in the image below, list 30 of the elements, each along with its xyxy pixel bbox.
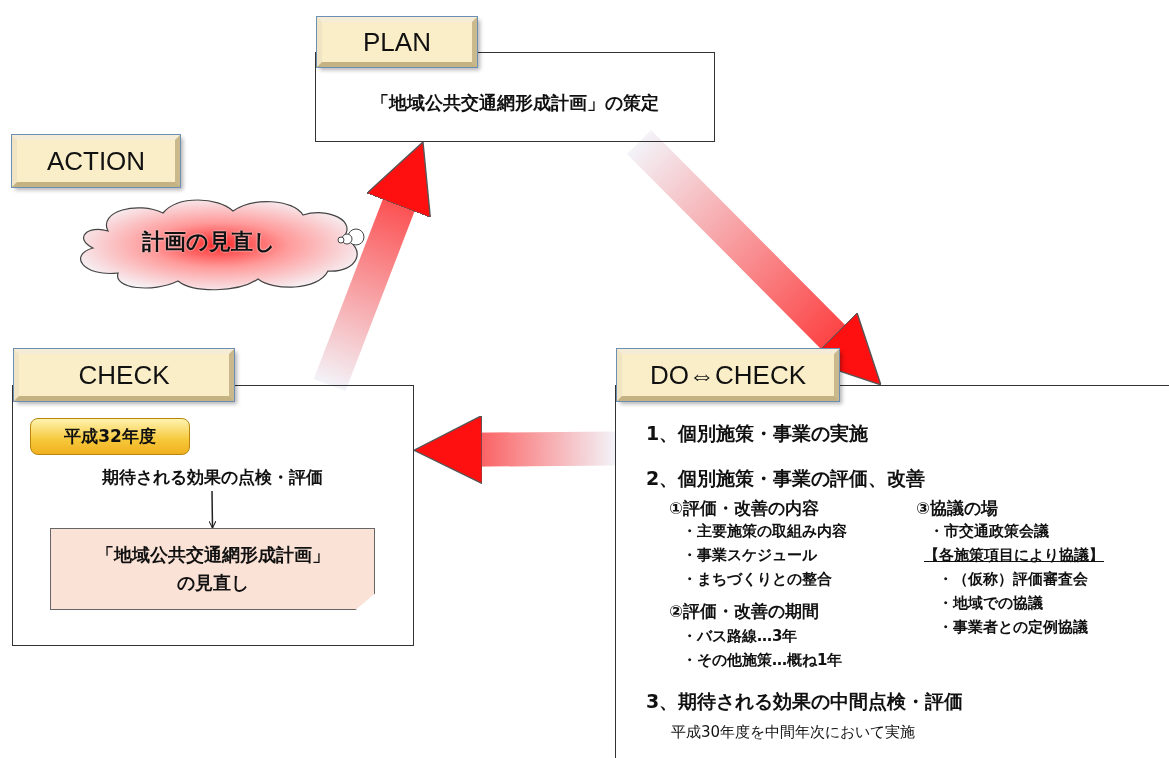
- list-item: ・（仮称）評価審査会: [938, 570, 1088, 589]
- year-badge: 平成32年度: [30, 418, 190, 455]
- heading-tab: CHECK: [14, 349, 234, 401]
- body-text: 期待される効果の点検・評価: [42, 463, 382, 491]
- list-item: ・その他施策…概ね1年: [682, 651, 843, 670]
- list-item: ・事業者との定例協議: [938, 618, 1088, 637]
- list-heading: 「地域公共交通網形成計画」の策定: [370, 91, 660, 115]
- list-item: ・まちづくりとの整合: [682, 570, 832, 589]
- block-arrow: [626, 130, 882, 386]
- cloud-text: 計画の見直し: [141, 228, 277, 256]
- heading-tab: ACTION: [12, 135, 180, 187]
- list-item: ・事業スケジュール: [682, 546, 817, 565]
- list-heading: 3、期待される効果の中間点検・評価: [646, 689, 964, 714]
- note-box: 「地域公共交通網形成計画」の見直し: [50, 528, 375, 610]
- list-item: ・主要施策の取組み内容: [682, 522, 847, 541]
- subheading: ②評価・改善の期間: [669, 601, 819, 623]
- list-heading: 2、個別施策・事業の評価、改善: [646, 466, 926, 491]
- list-item: ・地域での協議: [938, 594, 1043, 613]
- block-arrow: [413, 414, 616, 485]
- body-text: 平成30年度を中間年次において実施: [671, 723, 916, 742]
- block-arrow: [313, 141, 431, 392]
- list-item: 【各施策項目により協議】: [924, 546, 1104, 565]
- heading-tab: DO⇔CHECK: [617, 349, 839, 401]
- list-heading: 1、個別施策・事業の実施: [646, 421, 869, 446]
- subheading: ③協議の場: [916, 498, 998, 520]
- subheading: ①評価・改善の内容: [669, 498, 819, 520]
- heading-tab: PLAN: [317, 17, 477, 67]
- arrow: [208, 490, 217, 529]
- list-item: ・バス路線…3年: [682, 627, 798, 646]
- list-item: ・市交通政策会議: [929, 522, 1049, 541]
